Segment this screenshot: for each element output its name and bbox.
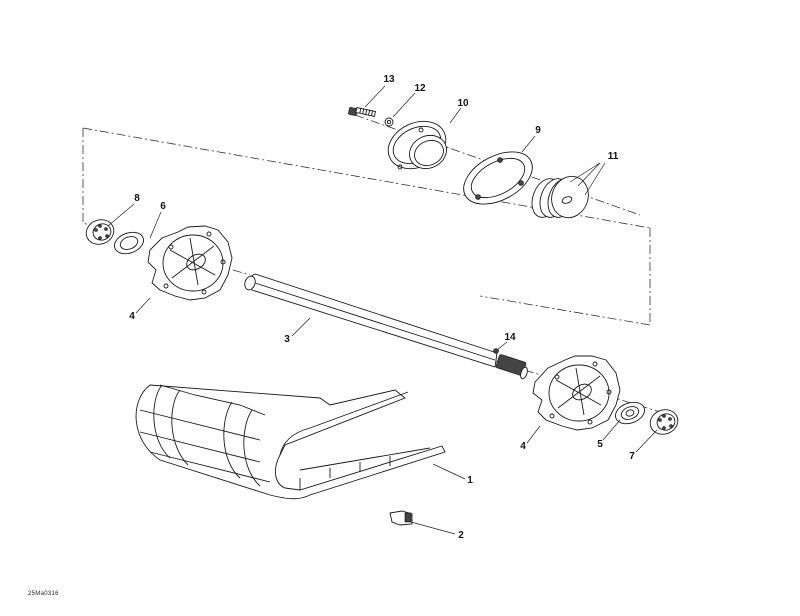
callout-3: 3 bbox=[284, 334, 290, 345]
callout-1: 1 bbox=[467, 475, 473, 486]
drive-axle-part bbox=[244, 273, 528, 380]
sprocket-left-part bbox=[147, 225, 233, 301]
callout-13: 13 bbox=[383, 74, 395, 85]
callout-8: 8 bbox=[134, 193, 140, 204]
callout-4-right: 4 bbox=[520, 441, 526, 452]
seal-right-part bbox=[615, 401, 645, 425]
callout-4-left: 4 bbox=[129, 311, 135, 322]
bearing-right-part bbox=[649, 409, 679, 435]
track-part bbox=[135, 384, 446, 500]
nut-part bbox=[384, 117, 394, 127]
callout-10: 10 bbox=[457, 98, 469, 109]
bolt-part bbox=[348, 107, 377, 117]
callout-6: 6 bbox=[160, 201, 166, 212]
callout-leader-lines bbox=[107, 85, 658, 535]
callout-9: 9 bbox=[535, 125, 541, 136]
callout-12: 12 bbox=[414, 83, 426, 94]
bearing-housing-part bbox=[387, 120, 447, 170]
diagram-reference-code: 25Ma0316 bbox=[28, 591, 59, 597]
callout-7: 7 bbox=[629, 451, 635, 462]
callout-2: 2 bbox=[458, 530, 464, 541]
bearing-left-part bbox=[85, 219, 115, 245]
callout-5: 5 bbox=[597, 439, 603, 450]
pulley-discs-part bbox=[531, 175, 589, 219]
seal-left-part bbox=[114, 231, 144, 255]
callout-14: 14 bbox=[504, 332, 516, 343]
gasket-plate-part bbox=[463, 151, 533, 205]
sprocket-right-part bbox=[532, 355, 621, 431]
track-clip-part bbox=[389, 510, 413, 526]
callout-11: 11 bbox=[607, 151, 619, 162]
